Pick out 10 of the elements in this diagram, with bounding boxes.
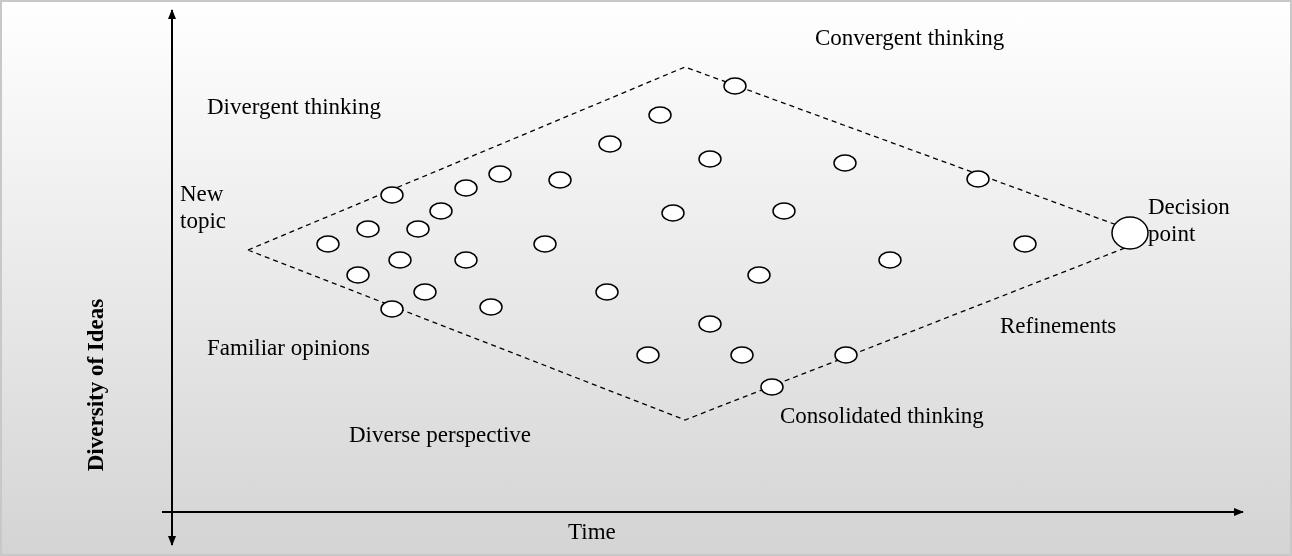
annotation-label: Consolidated thinking — [780, 402, 984, 429]
annotation-label: New topic — [180, 180, 227, 234]
annotation-label: Decision point — [1148, 193, 1231, 247]
annotation-label: Diverse perspective — [349, 421, 531, 448]
annotation-label: Refinements — [1000, 312, 1117, 339]
annotation-label: Convergent thinking — [815, 24, 1005, 51]
axis-label: Diversity of Ideas — [81, 298, 109, 472]
axis-label: Time — [568, 518, 616, 545]
annotation-label: Divergent thinking — [207, 93, 381, 120]
annotation-label: Familiar opinions — [207, 334, 370, 361]
